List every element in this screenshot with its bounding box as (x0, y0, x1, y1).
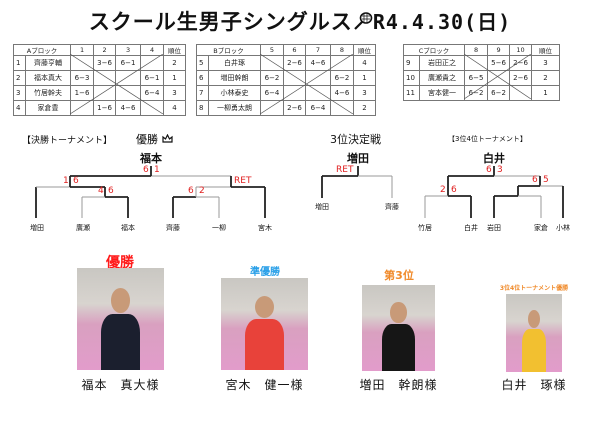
match-score: 6 (451, 185, 457, 195)
winner-photo (77, 268, 164, 370)
award-caption: 準優勝 (250, 267, 280, 278)
tennis-racket-icon (353, 11, 373, 36)
player-name: 福本 (121, 224, 135, 232)
player-name: 小林 (556, 224, 570, 232)
title-date: R4.4.30(日) (372, 10, 512, 34)
match-score: 6 (532, 175, 538, 185)
rank: 2 (353, 100, 376, 116)
match-score: 6 (486, 165, 492, 175)
winner-name: 白井 琢様 (501, 378, 567, 392)
champion-label: 優勝 (136, 131, 173, 147)
rank: 1 (163, 70, 187, 86)
crown-icon (158, 133, 173, 146)
match-score: 6 (108, 186, 114, 196)
player-number: 8 (196, 100, 209, 116)
player-name: 齊藤 (385, 203, 399, 211)
third-heading: 3位決定戦 (330, 133, 381, 146)
award-caption: 優勝 (106, 255, 134, 271)
match-score: 6 (73, 176, 79, 186)
match-score: 2 (199, 186, 205, 196)
player-name: 宮本健一 (418, 85, 466, 101)
match-score: 3 (497, 165, 503, 175)
third-fourth-heading: 【3位4位トーナメント】 (448, 135, 527, 143)
rank: 3 (531, 55, 561, 71)
rank: 4 (163, 100, 187, 116)
match-score: 4 (98, 186, 104, 196)
winner-photo (221, 278, 308, 370)
match-score: 5 (543, 175, 549, 185)
award-caption: 第3位 (384, 269, 414, 282)
player-name: 一柳 (212, 224, 226, 232)
player-name: 白井 (464, 224, 478, 232)
match-score: 6 (143, 165, 149, 175)
match-score: RET (234, 176, 252, 186)
player-name: 岩田 (487, 224, 501, 232)
player-name: 家倉 (534, 224, 548, 232)
third-winner: 増田 (347, 152, 369, 165)
player-name: 増田 (30, 224, 44, 232)
winner-name: 福本 真大様 (81, 378, 160, 392)
table-header: 順位 (353, 44, 376, 56)
winner-name: 増田 幹朗様 (359, 378, 438, 392)
player-name: 廣瀬 (76, 224, 90, 232)
player-name: 齊藤 (166, 224, 180, 232)
winner-photo (506, 294, 562, 372)
match-score: 1 (154, 165, 160, 175)
player-number: 4 (13, 100, 26, 116)
third-fourth-winner: 白井 (483, 152, 505, 165)
match-score: RET (336, 165, 354, 175)
player-name: 竹居 (418, 224, 432, 232)
player-name: 宮木 (258, 224, 272, 232)
title-text: スクール生男子シングルス (88, 10, 353, 34)
winner-name: 宮木 健一様 (225, 378, 304, 392)
player-name: 増田 (315, 203, 329, 211)
rank: 1 (531, 85, 561, 101)
match-score: 6 (188, 186, 194, 196)
award-caption: 3位4位トーナメント優勝 (499, 285, 569, 292)
final-winner: 福本 (140, 152, 162, 165)
match-score: 2 (440, 185, 446, 195)
final-heading: 【決勝トーナメント】 (22, 136, 113, 146)
page-title: スクール生男子シングルス R4.4.30(日) (0, 6, 600, 36)
match-score: 1 (63, 176, 69, 186)
winner-photo (362, 285, 435, 371)
